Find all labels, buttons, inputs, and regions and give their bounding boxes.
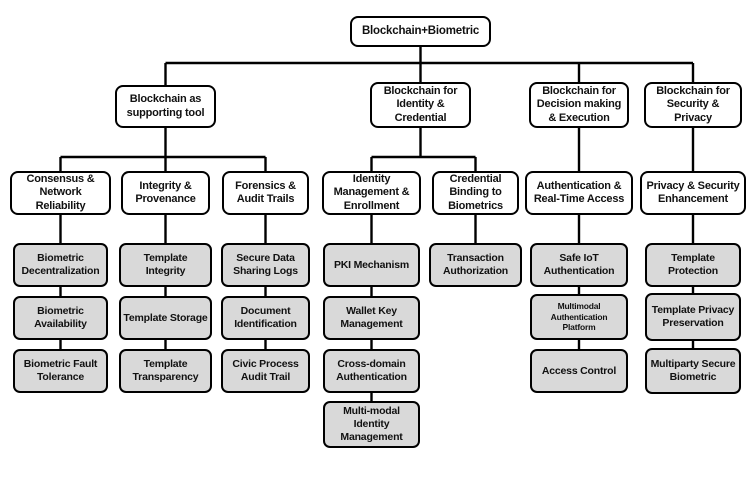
leaf-multimodal-authentication-platform: Multimodal Authentication Platform <box>530 294 628 340</box>
node-blockchain-for-decision-making-execution: Blockchain for Decision making & Executi… <box>529 82 629 128</box>
leaf-template-transparency: Template Transparency <box>119 349 212 393</box>
leaf-template-protection: Template Protection <box>645 243 741 287</box>
leaf-biometric-fault-tolerance: Biometric Fault Tolerance <box>13 349 108 393</box>
category-credential-binding-to-biometrics: Credential Binding to Biometrics <box>432 171 519 215</box>
category-privacy-security-enhancement: Privacy & Security Enhancement <box>640 171 746 215</box>
leaf-biometric-availability: Biometric Availability <box>13 296 108 340</box>
node-blockchain-for-security-privacy: Blockchain for Security & Privacy <box>644 82 742 128</box>
category-authentication-real-time-access: Authentication & Real-Time Access <box>525 171 633 215</box>
leaf-transaction-authorization: Transaction Authorization <box>429 243 522 287</box>
node-blockchain-as-supporting-tool: Blockchain as supporting tool <box>115 85 216 128</box>
leaf-template-privacy-preservation: Template Privacy Preservation <box>645 293 741 341</box>
category-forensics-audit-trails: Forensics & Audit Trails <box>222 171 309 215</box>
leaf-secure-data-sharing-logs: Secure Data Sharing Logs <box>221 243 310 287</box>
leaf-biometric-decentralization: Biometric Decentralization <box>13 243 108 287</box>
category-integrity-provenance: Integrity & Provenance <box>121 171 210 215</box>
leaf-cross-domain-authentication: Cross-domain Authentication <box>323 349 420 393</box>
leaf-access-control: Access Control <box>530 349 628 393</box>
category-consensus-network-reliability: Consensus & Network Reliability <box>10 171 111 215</box>
leaf-wallet-key-management: Wallet Key Management <box>323 296 420 340</box>
leaf-template-storage: Template Storage <box>119 296 212 340</box>
leaf-pki-mechanism: PKI Mechanism <box>323 243 420 287</box>
leaf-safe-iot-authentication: Safe IoT Authentication <box>530 243 628 287</box>
leaf-template-integrity: Template Integrity <box>119 243 212 287</box>
leaf-civic-process-audit-trail: Civic Process Audit Trail <box>221 349 310 393</box>
leaf-multi-modal-identity-management: Multi-modal Identity Management <box>323 401 420 448</box>
leaf-document-identification: Document Identification <box>221 296 310 340</box>
node-blockchain-biometric: Blockchain+Biometric <box>350 16 491 47</box>
node-blockchain-for-identity-credential: Blockchain for Identity & Credential <box>370 82 471 128</box>
leaf-multiparty-secure-biometric: Multiparty Secure Biometric <box>645 348 741 394</box>
category-identity-management-enrollment: Identity Management & Enrollment <box>322 171 421 215</box>
